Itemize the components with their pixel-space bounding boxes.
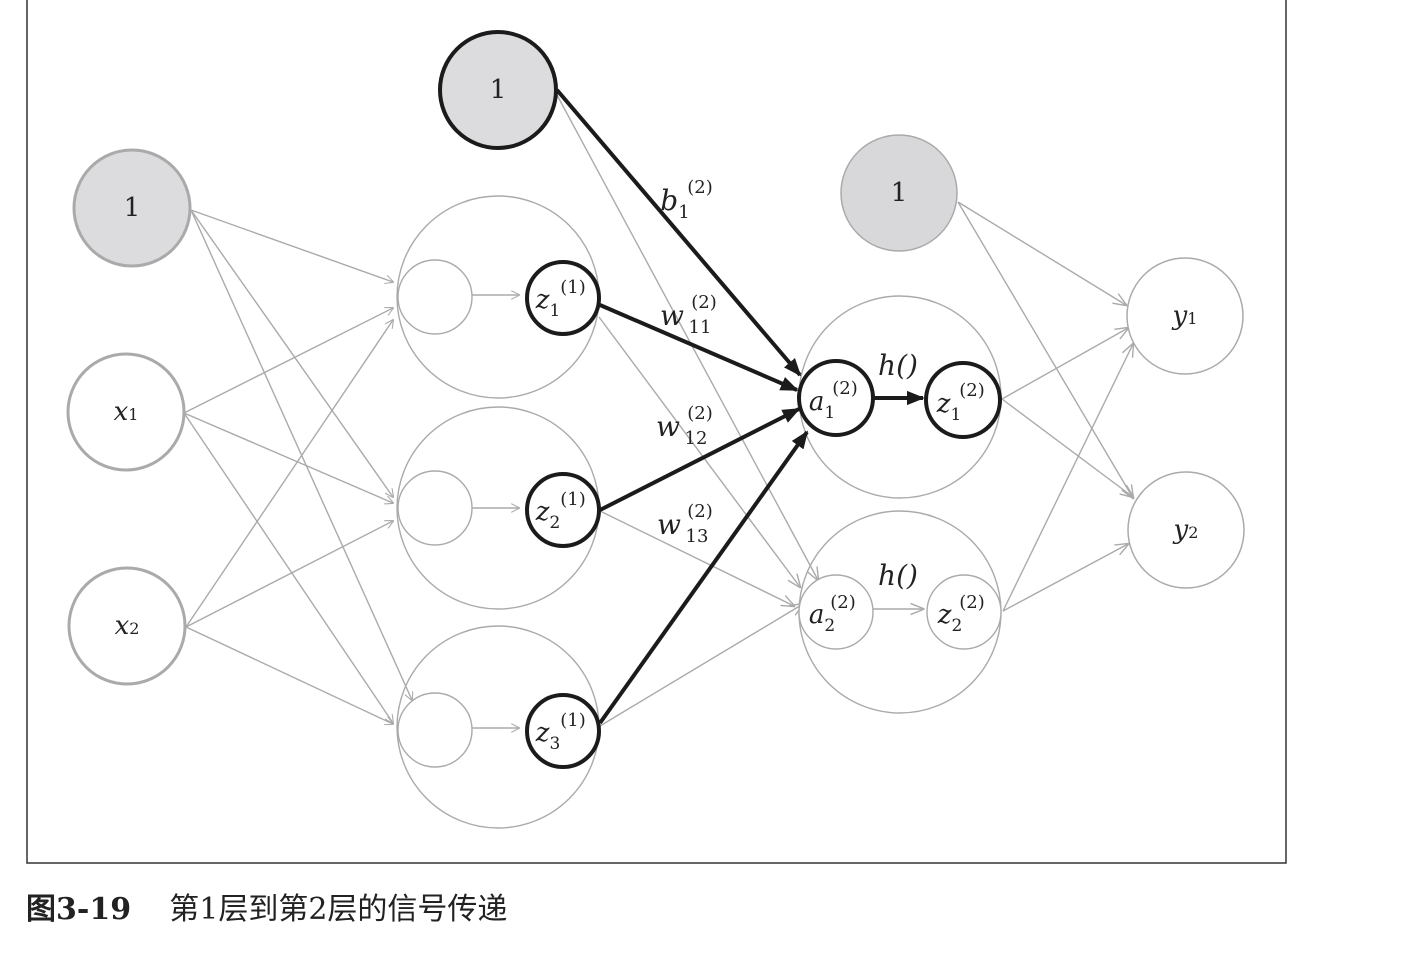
- w13-label: w 13 (2): [657, 501, 713, 547]
- layer1-inner-edges: [472, 295, 519, 728]
- highlighted-edges: [555, 88, 925, 725]
- layer2-bias-label: 1: [891, 178, 908, 208]
- z1-layer2-var: z: [936, 389, 951, 419]
- z2-layer1-sup: (1): [560, 489, 586, 510]
- x1-node: [66, 352, 186, 472]
- z1-layer1-var: z: [535, 285, 550, 315]
- svg-text:z2: z2: [535, 497, 561, 533]
- x1-label: x1: [114, 397, 139, 427]
- svg-text:w: w: [657, 508, 681, 541]
- y2-node: [1127, 471, 1245, 589]
- y1-node: [1126, 257, 1244, 375]
- z1-layer1-node: z1 (1): [525, 260, 601, 336]
- z3-layer1-var: z: [535, 718, 550, 748]
- a1-var: a: [809, 387, 825, 417]
- layer2-bias-node: [840, 134, 958, 252]
- svg-text:z1: z1: [535, 285, 561, 321]
- svg-text:(2): (2): [687, 177, 713, 198]
- svg-text:11: 11: [689, 317, 712, 338]
- z1-layer2-sub: 1: [950, 405, 961, 425]
- z1-layer1-sup: (1): [560, 277, 586, 298]
- z2-layer2-label: z2: [937, 600, 963, 636]
- bias-weight-label: b1 (2): [660, 177, 712, 223]
- x2-label: x2: [115, 611, 140, 641]
- h-label-1: h(): [878, 349, 918, 382]
- x2-node: [67, 566, 187, 686]
- a2-superscript: (2): [830, 592, 856, 613]
- z2-layer2-node: [926, 574, 1002, 650]
- figure-title: 第1层到第2层的信号传递: [169, 892, 508, 927]
- input-bias-node: [72, 148, 192, 268]
- svg-text:w: w: [656, 410, 680, 443]
- layer1-bias-label: 1: [490, 75, 507, 105]
- input-bias-label: 1: [124, 193, 141, 223]
- svg-text:z3: z3: [535, 718, 561, 754]
- svg-text:z1: z1: [936, 389, 962, 425]
- z2-layer1-var: z: [535, 497, 550, 527]
- input-to-layer1-edges: [183, 209, 412, 724]
- svg-text:w: w: [660, 299, 684, 332]
- a1-sub: 1: [824, 403, 835, 423]
- z3-layer1-node: z3 (1): [525, 693, 601, 769]
- svg-text:12: 12: [685, 428, 708, 449]
- a1-layer2-node: a1 (2): [797, 359, 875, 437]
- svg-text:a1: a1: [809, 387, 835, 423]
- svg-text:b1: b1: [660, 184, 689, 223]
- z2-layer1-node: z2 (1): [525, 472, 601, 548]
- svg-text:(2): (2): [691, 292, 717, 313]
- svg-text:(2): (2): [687, 501, 713, 522]
- z3-layer1-sub: 3: [549, 734, 560, 754]
- svg-text:(2): (2): [687, 403, 713, 424]
- z1-layer2-node: z1 (2): [924, 361, 1002, 439]
- w12-label: w 12 (2): [656, 403, 713, 449]
- figure-frame: [26, 0, 1287, 864]
- a1-sup: (2): [832, 378, 858, 399]
- figure-number: 图3-19: [26, 892, 132, 927]
- h-label-2: h(): [878, 559, 918, 592]
- y2-label: y2: [1173, 515, 1199, 545]
- layer2-to-output-edges: [873, 201, 1133, 611]
- figure-caption: 图3-19 第1层到第2层的信号传递: [26, 884, 507, 928]
- a2-node: [798, 574, 874, 650]
- a2-label: a2: [809, 600, 835, 636]
- z2-layer2-superscript: (2): [959, 592, 985, 613]
- svg-text:13: 13: [686, 526, 709, 547]
- y1-label: y1: [1172, 301, 1198, 331]
- layer1-to-a2-edges: [556, 94, 818, 727]
- w11-label: w 11 (2): [660, 292, 717, 338]
- layer1-bias-node: [438, 30, 558, 150]
- z1-layer2-sup: (2): [959, 380, 985, 401]
- z3-layer1-sup: (1): [560, 710, 586, 731]
- z1-layer1-sub: 1: [549, 301, 560, 321]
- z2-layer1-sub: 2: [549, 513, 560, 533]
